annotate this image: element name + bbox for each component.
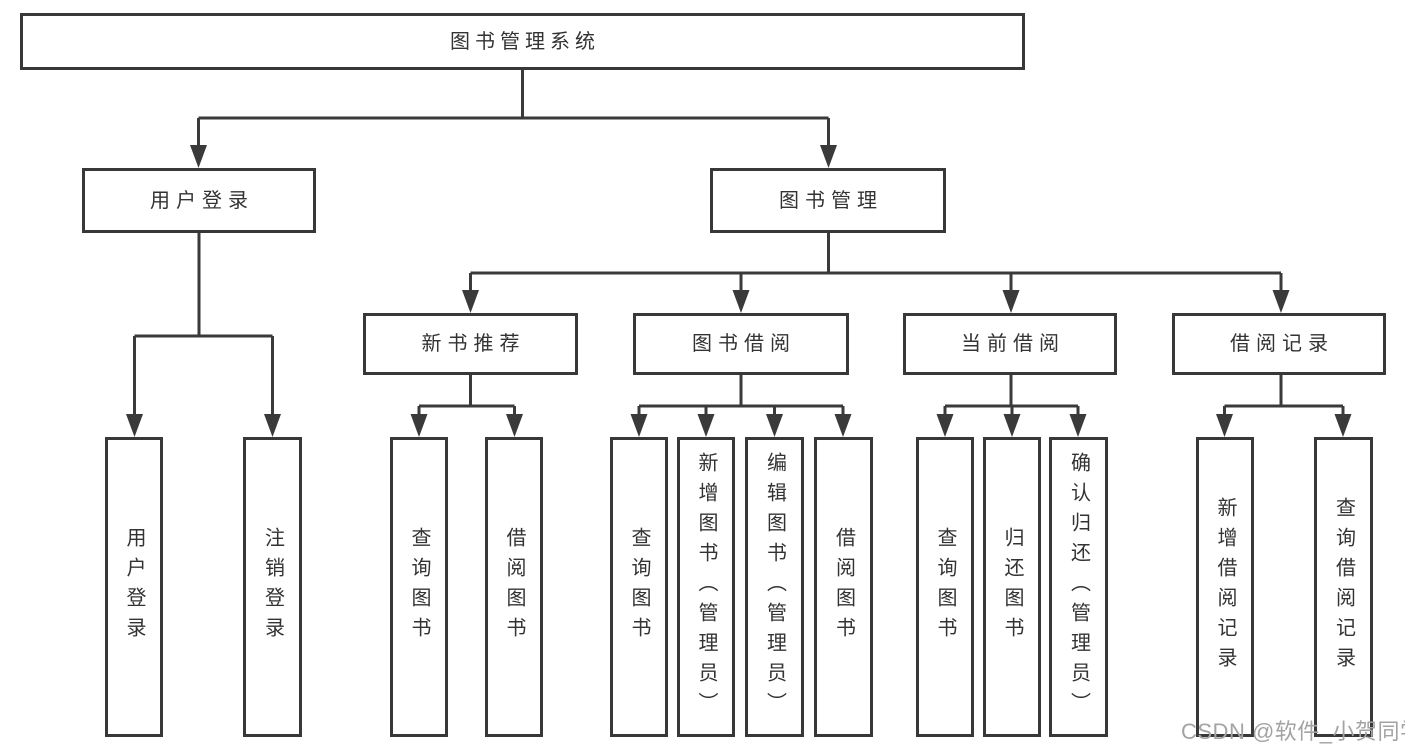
leaf-records-add-record-label: 新增借阅记录 [1214, 497, 1236, 677]
leaf-current-query-books-label: 查询图书 [934, 527, 956, 647]
node-library-system: 图书管理系统 [20, 13, 1025, 70]
leaf-records-query-record-label: 查询借阅记录 [1332, 497, 1355, 677]
leaf-newbook-query-books-label: 查询图书 [408, 527, 430, 647]
leaf-user-login: 用户登录 [105, 437, 163, 737]
leaf-newbook-query-books: 查询图书 [390, 437, 448, 737]
leaf-borrowing-add-books-admin-label: 新增图书（管理员） [695, 452, 717, 722]
leaf-borrowing-borrow-books-label: 借阅图书 [832, 527, 855, 647]
leaf-logout: 注销登录 [243, 437, 302, 737]
node-current-borrowing: 当前借阅 [903, 313, 1117, 375]
leaf-borrowing-borrow-books: 借阅图书 [814, 437, 873, 737]
leaf-current-confirm-return-admin: 确认归还（管理员） [1049, 437, 1108, 737]
node-library-system-label: 图书管理系统 [450, 30, 600, 53]
node-book-management-label: 图书管理 [779, 189, 883, 212]
leaf-borrowing-add-books-admin: 新增图书（管理员） [677, 437, 735, 737]
leaf-current-return-books-label: 归还图书 [1001, 527, 1023, 647]
node-book-borrowing-label: 图书借阅 [692, 333, 796, 355]
node-new-book-recommend-label: 新书推荐 [421, 333, 526, 355]
leaf-records-add-record: 新增借阅记录 [1196, 437, 1254, 737]
leaf-records-query-record: 查询借阅记录 [1314, 437, 1373, 737]
leaf-current-query-books: 查询图书 [916, 437, 974, 737]
leaf-borrowing-edit-books-admin: 编辑图书（管理员） [745, 437, 804, 737]
leaf-logout-label: 注销登录 [261, 527, 284, 647]
node-user-login: 用户登录 [82, 168, 316, 233]
leaf-borrowing-query-books: 查询图书 [610, 437, 668, 737]
leaf-current-confirm-return-admin-label: 确认归还（管理员） [1067, 452, 1090, 722]
node-current-borrowing-label: 当前借阅 [961, 333, 1065, 355]
leaf-borrowing-query-books-label: 查询图书 [628, 527, 650, 647]
node-user-login-label: 用户登录 [150, 189, 254, 212]
leaf-newbook-borrow-books: 借阅图书 [485, 437, 543, 737]
node-borrowing-records: 借阅记录 [1172, 313, 1386, 375]
node-book-borrowing: 图书借阅 [633, 313, 849, 375]
leaf-newbook-borrow-books-label: 借阅图书 [503, 527, 525, 647]
node-borrowing-records-label: 借阅记录 [1230, 333, 1334, 355]
node-book-management: 图书管理 [710, 168, 946, 233]
leaf-current-return-books: 归还图书 [983, 437, 1041, 737]
leaf-user-login-label: 用户登录 [123, 527, 145, 647]
node-new-book-recommend: 新书推荐 [363, 313, 578, 375]
csdn-watermark: CSDN @软件_小贺同学 [1181, 719, 1405, 744]
leaf-borrowing-edit-books-admin-label: 编辑图书（管理员） [763, 452, 786, 722]
